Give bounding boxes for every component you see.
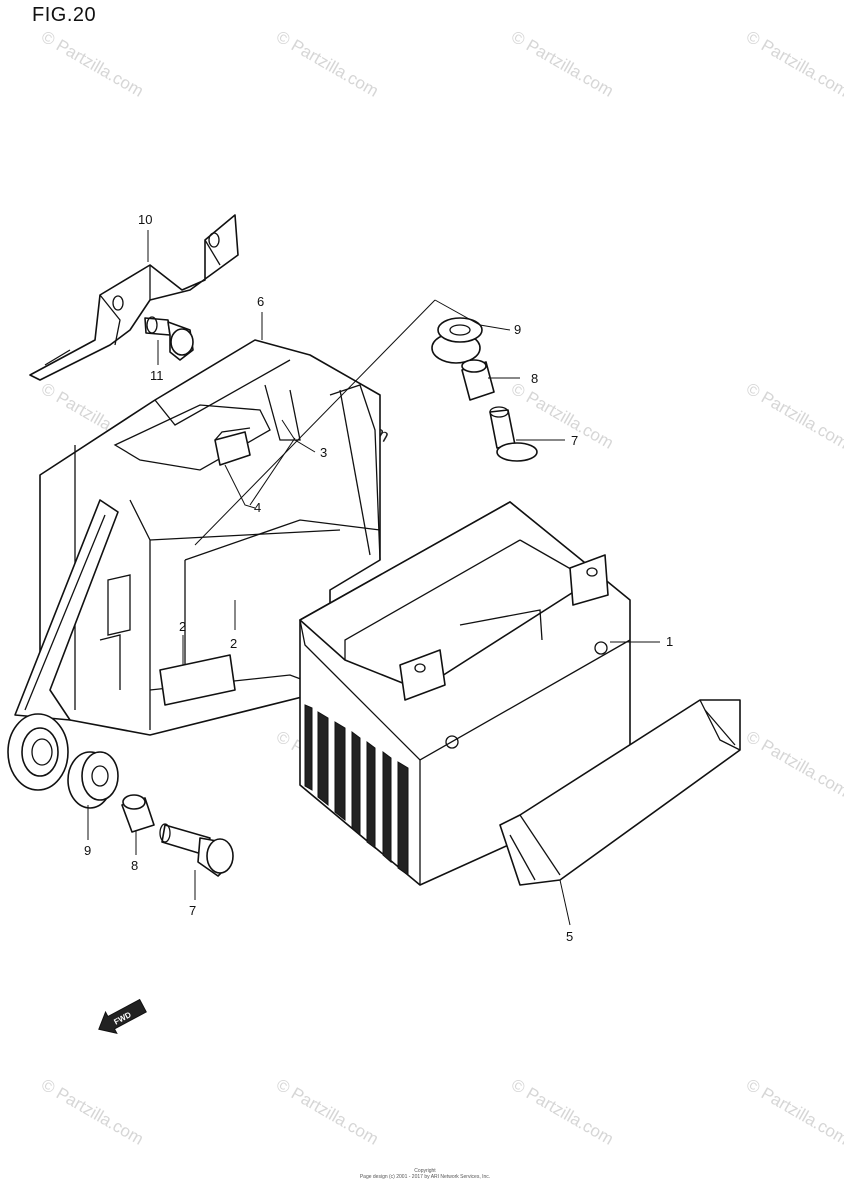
watermark: © Partzilla.com <box>273 1075 382 1149</box>
watermark: © Partzilla.com <box>743 379 844 453</box>
label-part-5: 5 <box>566 929 573 944</box>
watermark: © Partzilla.com <box>508 27 617 101</box>
label-part-11: 11 <box>150 368 164 383</box>
watermark: © Partzilla.com <box>743 1075 844 1149</box>
label-part-3: 3 <box>320 445 327 460</box>
watermark: © Partzilla.com <box>38 1075 147 1149</box>
footer-line-1: Copyright <box>414 1168 436 1174</box>
label-part-9-lower: 9 <box>84 843 91 858</box>
label-part-2-b: 2 <box>230 636 237 651</box>
label-part-2-a: 2 <box>179 619 186 634</box>
figure-title: FIG.20 <box>32 4 97 26</box>
label-part-4: 4 <box>254 500 261 515</box>
battery-strap-part-5 <box>499 699 741 886</box>
label-part-8-upper: 8 <box>531 371 538 386</box>
label-part-1: 1 <box>666 634 673 649</box>
footer-line-2: Page design (c) 2001 - 2017 by ARI Netwo… <box>359 1174 491 1180</box>
label-part-8-lower: 8 <box>131 858 138 873</box>
watermark: © Partzilla.com <box>508 1075 617 1149</box>
label-part-7-upper: 7 <box>571 433 578 448</box>
bracket-part-10 <box>29 214 239 381</box>
leader-lines <box>87 230 660 926</box>
bolt-part-7-lower <box>159 823 234 877</box>
watermark: © Partzilla.com <box>38 27 147 101</box>
part-labels: 10 6 9 11 8 7 3 4 2 2 1 9 8 7 5 <box>84 212 673 944</box>
label-part-9-upper: 9 <box>514 322 521 337</box>
collar-part-8-lower <box>121 794 155 833</box>
label-part-7-lower: 7 <box>189 903 196 918</box>
watermark: © Partzilla.com <box>508 379 617 453</box>
label-part-10: 10 <box>138 212 152 227</box>
rubber-grommet-part-9-lower <box>67 751 119 809</box>
watermark: © Partzilla.com <box>743 727 844 801</box>
battery-part-1 <box>299 501 631 886</box>
copyright-footer: Copyright Page design (c) 2001 - 2017 by… <box>340 1168 510 1180</box>
bolt-part-7-upper <box>489 406 538 462</box>
collar-part-8-upper <box>461 359 495 401</box>
label-part-6: 6 <box>257 294 264 309</box>
bolt-part-11 <box>144 316 194 361</box>
watermark: © Partzilla.com <box>743 27 844 101</box>
forward-arrow-icon: FWD <box>98 998 147 1035</box>
watermark: © Partzilla.com <box>273 27 382 101</box>
rubber-grommet-part-9-upper <box>431 317 483 364</box>
